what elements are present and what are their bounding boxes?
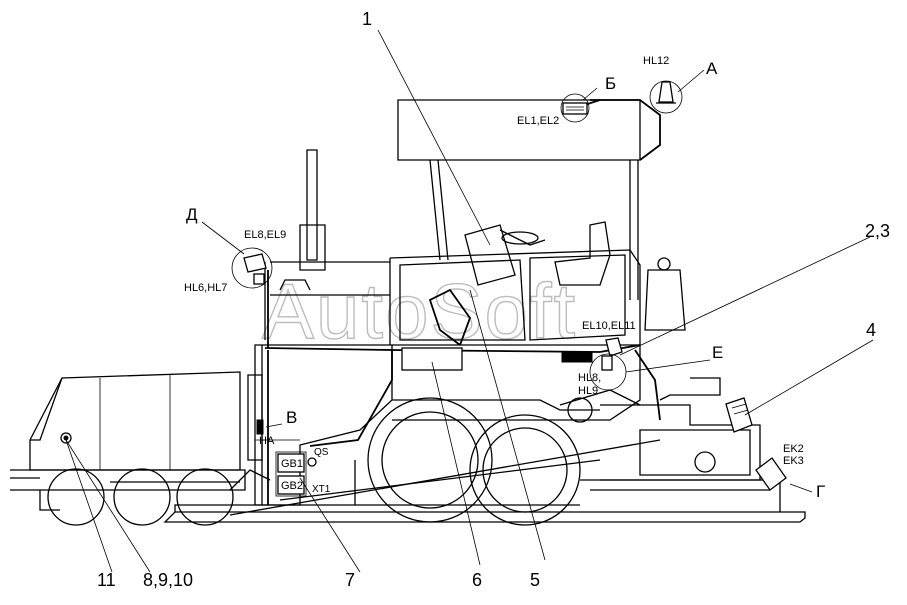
- view-b: Б: [605, 74, 616, 93]
- callout-6: 6: [472, 570, 482, 590]
- heater-ek2-ek3: [755, 457, 787, 491]
- view-g: Г: [816, 482, 825, 501]
- view-e: Е: [712, 343, 723, 362]
- callout-8-9-10: 8,9,10: [143, 570, 193, 590]
- callout-1: 1: [362, 9, 372, 29]
- label-ek3: EK3: [783, 455, 804, 467]
- label-hl8: HL8,: [578, 372, 601, 384]
- label-qs: QS: [314, 447, 329, 458]
- work-light-el8-el9: [231, 247, 273, 289]
- view-a: А: [706, 59, 718, 78]
- canopy: [299, 99, 641, 300]
- label-el10-el11: EL10,EL11: [582, 320, 636, 332]
- callout-7: 7: [345, 570, 355, 590]
- view-d: Д: [186, 205, 198, 224]
- connector-block: [561, 351, 593, 363]
- battery-compartment: [275, 451, 307, 497]
- beacon-hl12: [649, 80, 683, 114]
- label-ek2: EK2: [783, 443, 804, 455]
- battery-gb2: GB2: [277, 475, 305, 495]
- sensor-4: [725, 397, 753, 433]
- label-el1-el2: EL1,EL2: [517, 115, 559, 127]
- operator-area: [264, 221, 686, 345]
- label-xt1: XT1: [312, 484, 331, 495]
- paver-outline: [10, 344, 806, 526]
- work-light-el10-el11: [601, 337, 623, 371]
- label-hl12: HL12: [643, 55, 669, 67]
- battery-gb1: GB1: [277, 453, 305, 473]
- switch-qs: [307, 457, 317, 467]
- label-el8-el9: EL8,EL9: [244, 229, 286, 241]
- callout-4: 4: [866, 320, 876, 340]
- label-hl6-hl7: HL6,HL7: [184, 282, 227, 294]
- horn-ha: [256, 419, 264, 435]
- view-v: В: [286, 408, 297, 427]
- callout-2-3: 2,3: [865, 221, 890, 241]
- callout-5: 5: [530, 570, 540, 590]
- label-ha: HA: [259, 435, 275, 447]
- svg-text:GB2: GB2: [281, 480, 303, 492]
- callout-11: 11: [97, 570, 116, 590]
- cabin-light-el1-el2: [560, 93, 590, 123]
- leader-lines: [65, 29, 874, 573]
- control-unit-6: [401, 347, 463, 371]
- label-hl9: HL9: [578, 385, 598, 397]
- marker-light-11: [63, 435, 69, 441]
- svg-text:GB1: GB1: [281, 458, 303, 470]
